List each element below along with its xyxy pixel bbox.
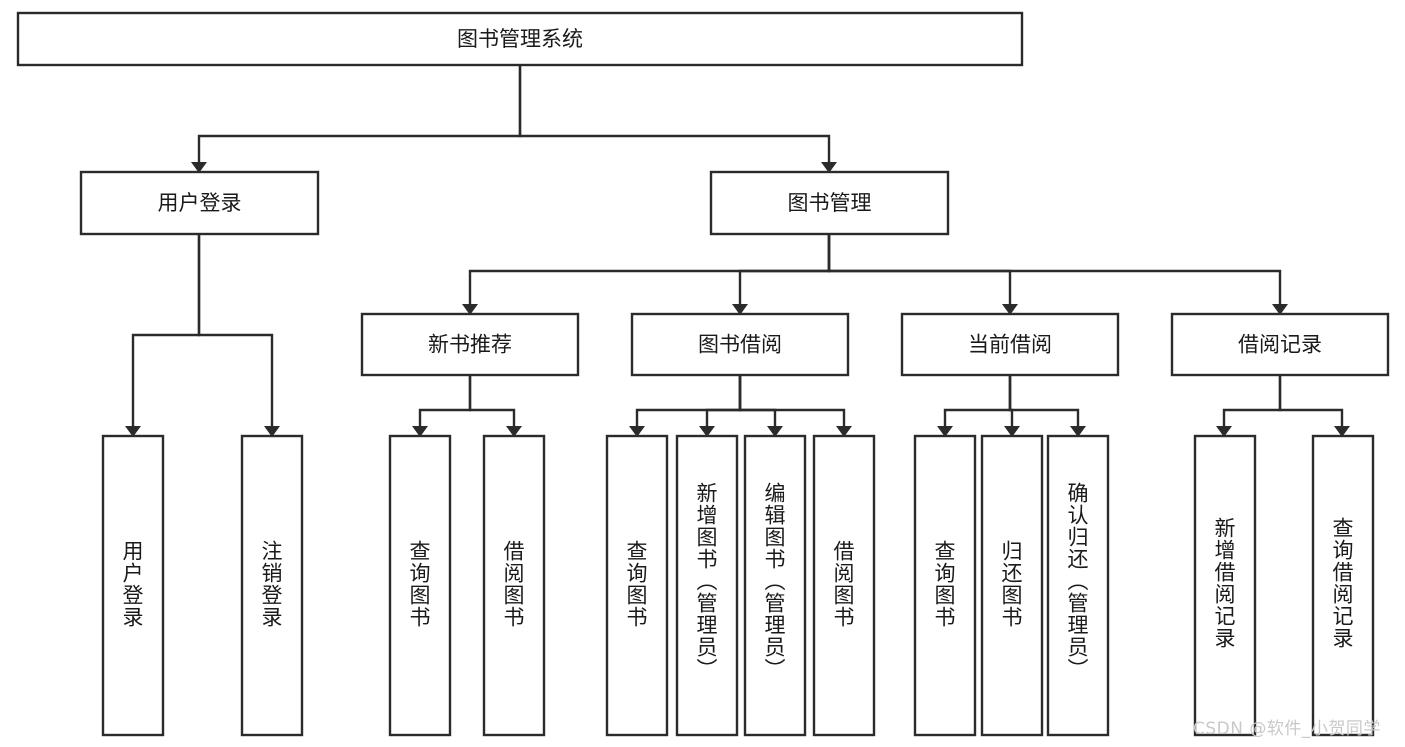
node-leaf-user-login[interactable] [101,434,165,737]
node-label-book-manage: 图书管理 [788,191,872,215]
connector-line [635,375,742,428]
node-book-borrow[interactable] [630,312,850,377]
connector-line [1222,375,1282,428]
arrow-head-icon [462,304,478,315]
connector-line [197,65,522,164]
node-leaf-add-record[interactable] [1193,434,1257,737]
connector-line [1278,375,1344,428]
arrow-head-icon [1002,304,1018,315]
connector-line [468,375,516,428]
connector-line [197,234,274,428]
node-label-borrow-record: 借阅记录 [1238,333,1322,357]
connector-layer [125,65,1350,437]
node-label-book-borrow: 图书借阅 [698,333,782,357]
connector-line [518,65,831,164]
node-root[interactable] [16,11,1024,67]
node-leaf-edit-book[interactable] [743,434,807,737]
node-leaf-query-record[interactable] [1311,434,1375,737]
connector-line [131,234,201,428]
arrow-head-icon [937,426,953,437]
node-current-borrow[interactable] [900,312,1120,377]
node-leaf-query-book-recommend[interactable] [388,434,452,737]
arrow-head-icon [629,426,645,437]
connector-line [738,234,831,306]
arrow-head-icon [264,426,280,437]
node-leaf-borrow-book-recommend[interactable] [482,434,546,737]
connector-line [738,375,777,428]
connector-line [943,375,1012,428]
node-leaf-logout[interactable] [240,434,304,737]
connector-line [418,375,472,428]
node-label-new-book-recommend: 新书推荐 [428,333,512,357]
node-book-manage[interactable] [709,170,950,236]
arrow-head-icon [836,426,852,437]
arrow-head-icon [821,162,837,173]
arrow-head-icon [1272,304,1288,315]
node-new-book-recommend[interactable] [360,312,580,377]
node-leaf-borrow-book[interactable] [812,434,876,737]
node-leaf-query-book-borrow[interactable] [605,434,669,737]
arrow-head-icon [1216,426,1232,437]
node-user-login[interactable] [79,170,320,236]
arrow-head-icon [732,304,748,315]
node-leaf-confirm-return[interactable] [1046,434,1110,737]
connector-line [827,234,1282,306]
arrow-head-icon [1004,426,1020,437]
connector-line [738,375,846,428]
node-borrow-record[interactable] [1170,312,1390,377]
connector-line [1008,375,1080,428]
node-label-current-borrow: 当前借阅 [968,333,1052,357]
arrow-head-icon [412,426,428,437]
node-leaf-query-book-current[interactable] [913,434,977,737]
connector-line [705,375,742,428]
arrow-head-icon [506,426,522,437]
node-label-root: 图书管理系统 [457,27,583,51]
node-box-layer [16,11,1390,737]
arrow-head-icon [1334,426,1350,437]
arrow-head-icon [125,426,141,437]
arrow-head-icon [699,426,715,437]
node-leaf-add-book[interactable] [675,434,739,737]
node-leaf-return-book[interactable] [980,434,1044,737]
node-label-user-login: 用户登录 [158,191,242,215]
arrow-head-icon [1070,426,1086,437]
arrow-head-icon [767,426,783,437]
arrow-head-icon [191,162,207,173]
csdn-watermark: CSDN @软件_小贺同学 [1193,719,1381,739]
